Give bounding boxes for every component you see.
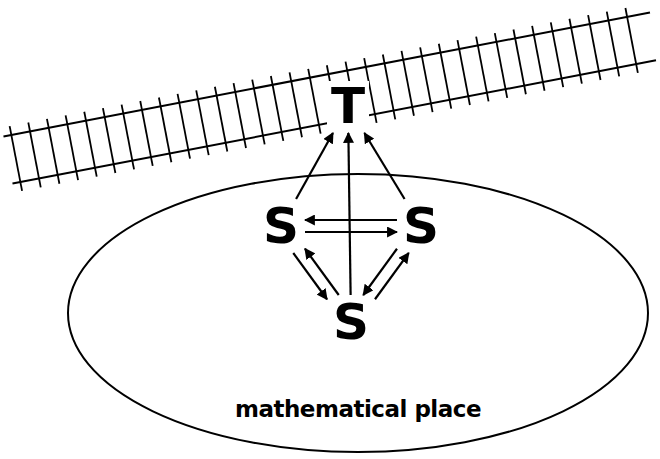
- arrow-connector: [305, 219, 397, 221]
- railway-ties: [10, 8, 638, 191]
- node-letter: S: [263, 201, 299, 251]
- arrow-connector: [305, 249, 339, 295]
- arrow-connector: [363, 249, 397, 295]
- node-letter: T: [331, 81, 365, 131]
- arrow-connector: [305, 231, 397, 233]
- letter-node: S: [399, 201, 443, 251]
- region-ellipse: mathematical placeSSS: [66, 172, 650, 454]
- letter-node: S: [259, 201, 303, 251]
- node-letter: S: [403, 201, 439, 251]
- region-label: mathematical place: [232, 397, 484, 422]
- arrow-connector: [293, 253, 327, 299]
- railway-rail: [4, 13, 651, 137]
- arrow-connector: [348, 133, 350, 295]
- ellipse-outline: [68, 174, 648, 452]
- arrow-connector: [296, 133, 333, 199]
- node-letter: S: [333, 297, 369, 347]
- letter-node: S: [329, 297, 373, 347]
- arrow-connector: [364, 133, 404, 199]
- letter-node: T: [327, 81, 369, 131]
- railway-rail: [13, 60, 657, 183]
- arrow-connector: [375, 253, 409, 299]
